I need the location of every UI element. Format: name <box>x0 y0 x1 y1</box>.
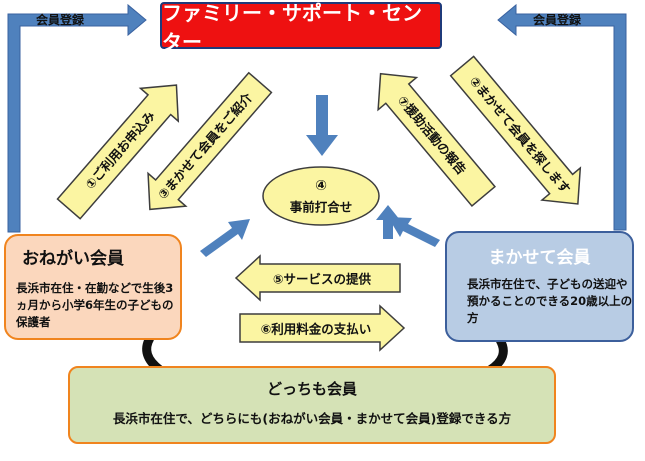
right-registration-label: 会員登録 <box>533 13 582 27</box>
right-registration-arrow <box>497 3 627 231</box>
left-registration-label: 会員登録 <box>36 13 85 27</box>
onegai-member-box: おねがい会員 長浜市在住・在勤などで生後3ヵ月から小学6年生の子どもの保護者 <box>4 234 182 340</box>
onegai-member-title: おねがい会員 <box>22 249 124 269</box>
step5-arrow <box>234 254 401 302</box>
step7-label: ⑦援助活動の報告 <box>395 93 470 178</box>
meeting-ellipse <box>262 166 380 226</box>
step3-arrow <box>147 71 273 211</box>
makase-member-box: まかせて会員 長浜市在住で、子どもの送迎や預かることのできる20歳以上の方 <box>445 231 634 342</box>
docchi-member-box: どっちも会員 長浜市在住で、どちらにも(おねがい会員・まかせて会員)登録できる方 <box>68 366 556 444</box>
meeting-arrow-right <box>388 217 440 247</box>
step6-arrow <box>239 304 406 352</box>
step6-label: ⑥利用料金の支払い <box>261 322 372 337</box>
step1-label: ①ご利用お申込み <box>82 108 158 192</box>
step7-arrow <box>377 72 496 207</box>
support-center-title: ファミリー・サポート・センター <box>162 0 422 54</box>
left-registration-arrow <box>7 3 147 233</box>
docchi-member-title: どっちも会員 <box>266 380 357 398</box>
center-down-arrow <box>306 95 338 156</box>
support-center-box: ファミリー・サポート・センター <box>160 1 442 54</box>
docchi-member-description: 長浜市在住で、どちらにも(おねがい会員・まかせて会員)登録できる方 <box>112 411 512 426</box>
makase-member-description: 長浜市在住で、子どもの送迎や預かることのできる20歳以上の方 <box>467 277 633 325</box>
meeting-label: 事前打合せ <box>290 200 353 215</box>
step1-arrow <box>56 84 180 220</box>
meeting-arrow-bottom <box>376 205 400 239</box>
onegai-member-description: 長浜市在住・在勤などで生後3ヵ月から小学6年生の子どもの保護者 <box>16 281 174 329</box>
meeting-number: ④ <box>315 178 327 194</box>
step5-label: ⑤サービスの提供 <box>273 272 372 287</box>
makase-member-title: まかせて会員 <box>488 248 591 268</box>
meeting-arrow-left <box>200 219 250 257</box>
step2-arrow <box>449 55 582 205</box>
